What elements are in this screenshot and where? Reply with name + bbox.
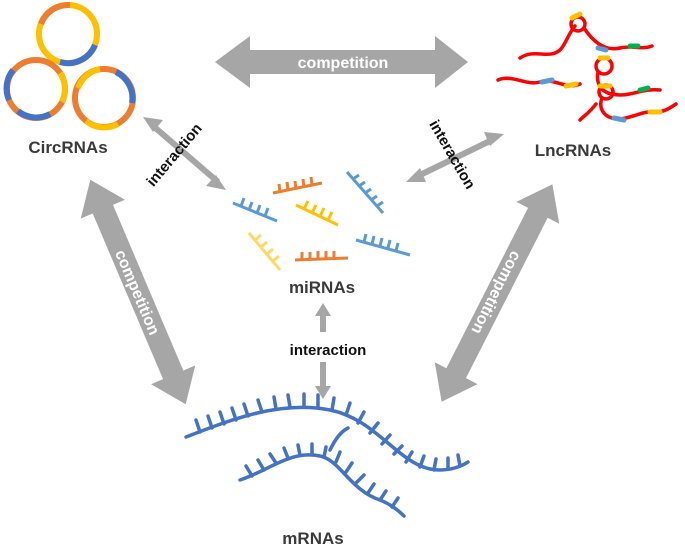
mirna-blue-3 <box>355 233 411 257</box>
mirna-orange-1 <box>272 176 323 195</box>
mrna-strand-2 <box>238 426 406 518</box>
lncrnas-label: LncRNAs <box>535 141 612 160</box>
mirna-blue-2 <box>232 197 278 223</box>
interaction-arrow-mrna: interaction <box>290 303 367 399</box>
mirna-lightyellow-1 <box>247 232 282 271</box>
competition-label-right: competition <box>468 248 524 337</box>
mirna-orange-2 <box>294 251 349 262</box>
competition-arrow-right: competition <box>434 184 560 402</box>
competition-arrow-left: competition <box>80 179 196 405</box>
mirna-yellow-1 <box>295 200 339 227</box>
interaction-label-mrna: interaction <box>290 342 367 359</box>
lncrna-illustration <box>496 11 678 123</box>
lncrna-strand-1 <box>518 11 654 60</box>
mrna-illustration <box>184 392 470 518</box>
mrnas-label: mRNAs <box>282 529 343 547</box>
interaction-arrow-circ: interaction <box>143 117 226 190</box>
competition-label-top: competition <box>298 55 389 72</box>
interaction-arrow-lnc: interaction <box>406 117 504 192</box>
circrna-ring-top <box>36 1 100 67</box>
competition-arrow-top: competition <box>215 36 468 88</box>
circrna-illustration <box>3 1 136 131</box>
mirna-blue-1 <box>345 171 385 214</box>
lncrna-strand-3 <box>578 83 678 123</box>
mirna-illustration <box>232 171 411 271</box>
circrna-ring-right <box>72 66 136 131</box>
circrnas-label: CircRNAs <box>28 138 107 157</box>
mirnas-label: miRNAs <box>289 278 355 297</box>
circrna-ring-left <box>3 57 68 121</box>
interaction-label-lnc: interaction <box>425 117 478 192</box>
mrna-strand-1 <box>184 392 470 472</box>
lncrna-strand-2 <box>496 55 662 97</box>
